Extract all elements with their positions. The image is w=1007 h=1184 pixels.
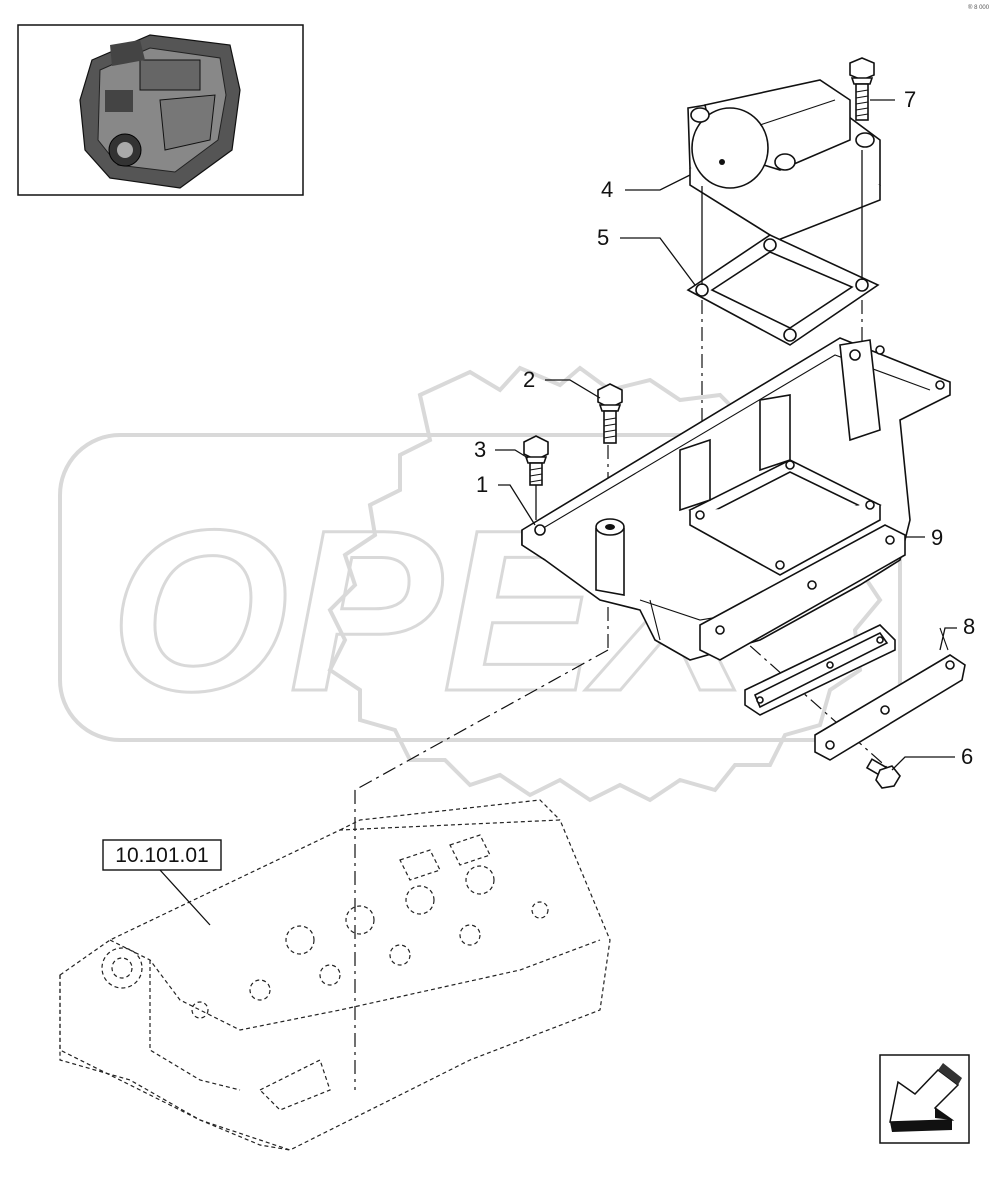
reference-box[interactable]: 10.101.01: [102, 839, 222, 926]
part-3-bolt[interactable]: [523, 435, 549, 520]
callout-7[interactable]: 7: [904, 87, 916, 112]
part-7-bolt[interactable]: [849, 57, 875, 121]
part-8-gasket[interactable]: [744, 624, 896, 716]
engine-thumbnail-icon: [79, 34, 241, 189]
part-2-bolt[interactable]: [597, 383, 623, 444]
cylinder-head-reference: [59, 799, 611, 1151]
callout-5[interactable]: 5: [597, 225, 609, 250]
callout-leaders: [495, 99, 957, 771]
callout-labels: 1 2 3 4 5 6 7 8 9: [474, 87, 975, 769]
callout-2[interactable]: 2: [523, 367, 535, 392]
callout-8[interactable]: 8: [963, 614, 975, 639]
callout-4[interactable]: 4: [601, 177, 613, 202]
callout-6[interactable]: 6: [961, 744, 973, 769]
engine-thumbnail[interactable]: [17, 24, 304, 196]
callout-3[interactable]: 3: [474, 437, 486, 462]
navigation-arrow-button[interactable]: [879, 1054, 970, 1144]
part-5-gasket[interactable]: [686, 234, 880, 346]
callout-9[interactable]: 9: [931, 525, 943, 550]
reference-label: 10.101.01: [115, 844, 208, 867]
part-6-plate[interactable]: [814, 627, 966, 761]
arrow-icon: [889, 1063, 962, 1132]
corner-code: ® 8 000: [968, 4, 990, 11]
callout-1[interactable]: 1: [476, 472, 488, 497]
part-4-intake-cover[interactable]: [687, 79, 881, 241]
part-6-bolt[interactable]: [865, 758, 901, 789]
part-9-gasket[interactable]: [699, 524, 906, 661]
